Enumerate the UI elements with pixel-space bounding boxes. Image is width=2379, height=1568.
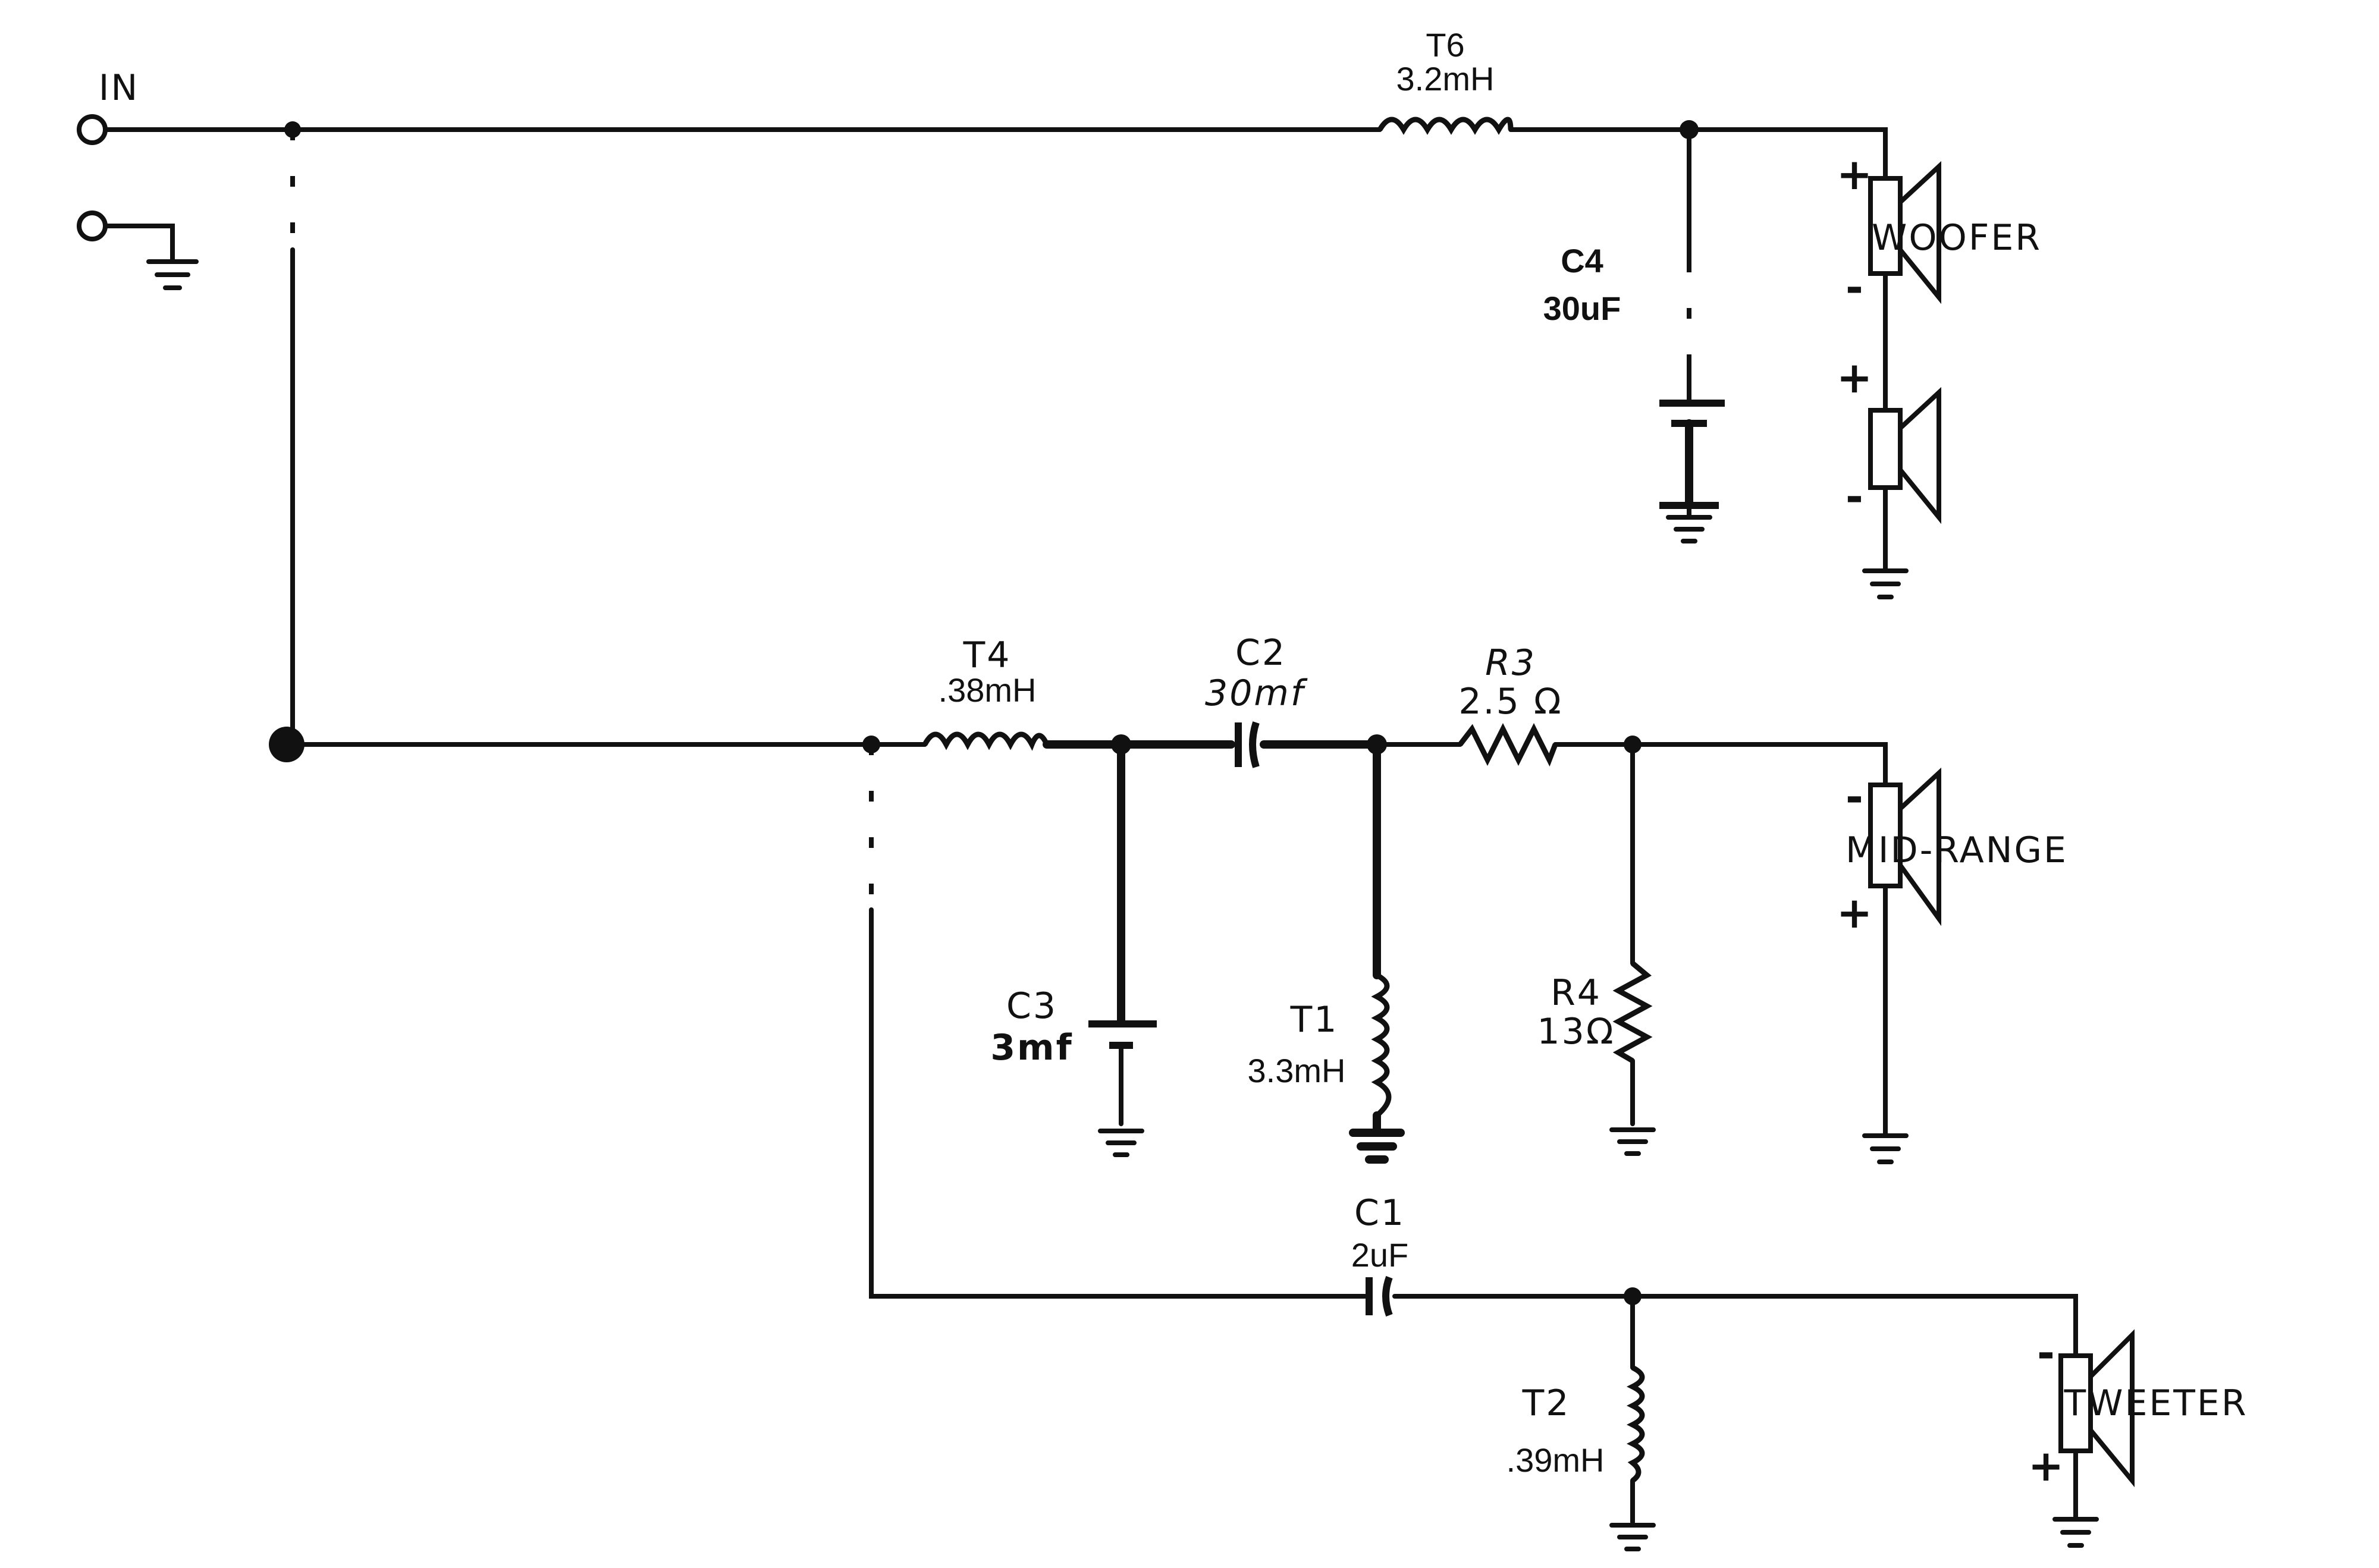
midrange-label: MID-RANGE [1846, 829, 2068, 871]
t6-ref-label: T6 [1426, 26, 1464, 64]
speaker-icon [1868, 386, 1941, 524]
r4-value-label: 13Ω [1537, 1011, 1615, 1052]
resistor-zigzag-icon [1458, 722, 1558, 767]
r3-ref-label: R3 [1485, 642, 1536, 684]
c1-ref-label: C1 [1354, 1192, 1405, 1234]
ground-icon [1666, 515, 1712, 543]
wire-branch-to-c1 [869, 907, 1367, 1299]
input-terminal-hot [77, 114, 108, 145]
speaker-icon [1868, 161, 1941, 304]
tweeter-plus: + [2028, 1441, 2064, 1491]
t4-ref-label: T4 [963, 634, 1012, 676]
input-terminals: IN [77, 67, 199, 290]
woofer-top-minus: - [1846, 262, 1863, 312]
wire-t6-to-woofer [1508, 127, 1888, 181]
inductor-t2: T2 .39mH [1507, 1294, 1656, 1551]
junction-dot [284, 121, 301, 138]
r4-ref-label: R4 [1551, 972, 1602, 1014]
inductor-t1: T1 3.3mH [1248, 740, 1405, 1164]
ground-icon [1098, 1129, 1144, 1157]
c1-value-label: 2uF [1351, 1236, 1409, 1274]
ground-icon [2052, 1517, 2099, 1548]
ground-icon [1609, 1127, 1656, 1156]
resistor-r3: R3 2.5 Ω [1458, 642, 1562, 767]
woofer-top-plus: + [1837, 149, 1872, 199]
c3-ref-label: C3 [1006, 985, 1057, 1027]
capacitor-c2: C2 30mf [1205, 632, 1308, 768]
t2-value-label: .39mH [1507, 1441, 1605, 1479]
tweeter-minus: - [2037, 1328, 2055, 1378]
capacitor-c1: C1 2uF [1351, 1192, 1409, 1317]
resistor-r4: R4 13Ω [1537, 742, 1656, 1156]
capacitor-plate-icon [1382, 1275, 1393, 1317]
capacitor-c3: C3 3mf [990, 740, 1157, 1157]
ground-icon [1862, 1133, 1909, 1164]
resistor-zigzag-icon [1612, 961, 1653, 1063]
ground-icon [146, 259, 199, 290]
input-ground-wire [103, 224, 175, 264]
t1-ref-label: T1 [1290, 999, 1339, 1041]
tweeter-label: TWEETER [2063, 1382, 2248, 1424]
input-label: IN [99, 67, 140, 109]
speaker-icon [1868, 767, 1941, 926]
junction-dot-large [269, 727, 305, 762]
woofer-bottom-plus: + [1837, 353, 1872, 403]
ground-icon [1862, 568, 1909, 599]
tweeter-speaker: - + TWEETER [2028, 1328, 2248, 1548]
ground-icon [1349, 1129, 1405, 1164]
woofer-bottom-minus: - [1846, 472, 1863, 521]
woofer-label: WOOFER [1872, 217, 2042, 259]
midrange-speaker: - + MID-RANGE [1837, 767, 2068, 1164]
t4-value-label: .38mH [939, 671, 1037, 709]
inductor-t4: T4 .38mH [922, 634, 1050, 751]
t6-value-label: 3.2mH [1396, 60, 1495, 98]
wire-c1-to-tweeter [1392, 1294, 2078, 1358]
c3-value-label: 3mf [990, 1027, 1073, 1069]
c2-value-label: 30mf [1205, 673, 1308, 714]
inductor-coil-icon [1371, 973, 1392, 1118]
junction-dot [862, 736, 880, 753]
speaker-icon [2058, 1329, 2135, 1488]
wire-r3-to-midrange [1553, 742, 1888, 787]
c4-value-label: 30uF [1543, 290, 1621, 327]
c4-ref-label: C4 [1561, 242, 1603, 279]
midrange-plus: + [1837, 888, 1872, 938]
inductor-t6: T6 3.2mH [1377, 26, 1514, 135]
inductor-coil-icon [1626, 1365, 1645, 1483]
inductor-coil-icon [922, 731, 1050, 751]
r3-value-label: 2.5 Ω [1458, 681, 1562, 722]
inductor-coil-icon [1377, 117, 1514, 135]
wires [103, 127, 2078, 1522]
c2-ref-label: C2 [1235, 632, 1286, 674]
midrange-minus: - [1846, 772, 1863, 822]
capacitor-plate-icon [1249, 721, 1260, 768]
junctions [269, 120, 1699, 1305]
ground-icon [1609, 1523, 1656, 1551]
capacitor-c4: C4 30uF [1543, 127, 1725, 543]
t2-ref-label: T2 [1522, 1382, 1571, 1424]
input-terminal-ground [77, 210, 108, 241]
t1-value-label: 3.3mH [1248, 1052, 1346, 1089]
woofer-speakers: + - + - WOOFER [1837, 149, 2042, 599]
